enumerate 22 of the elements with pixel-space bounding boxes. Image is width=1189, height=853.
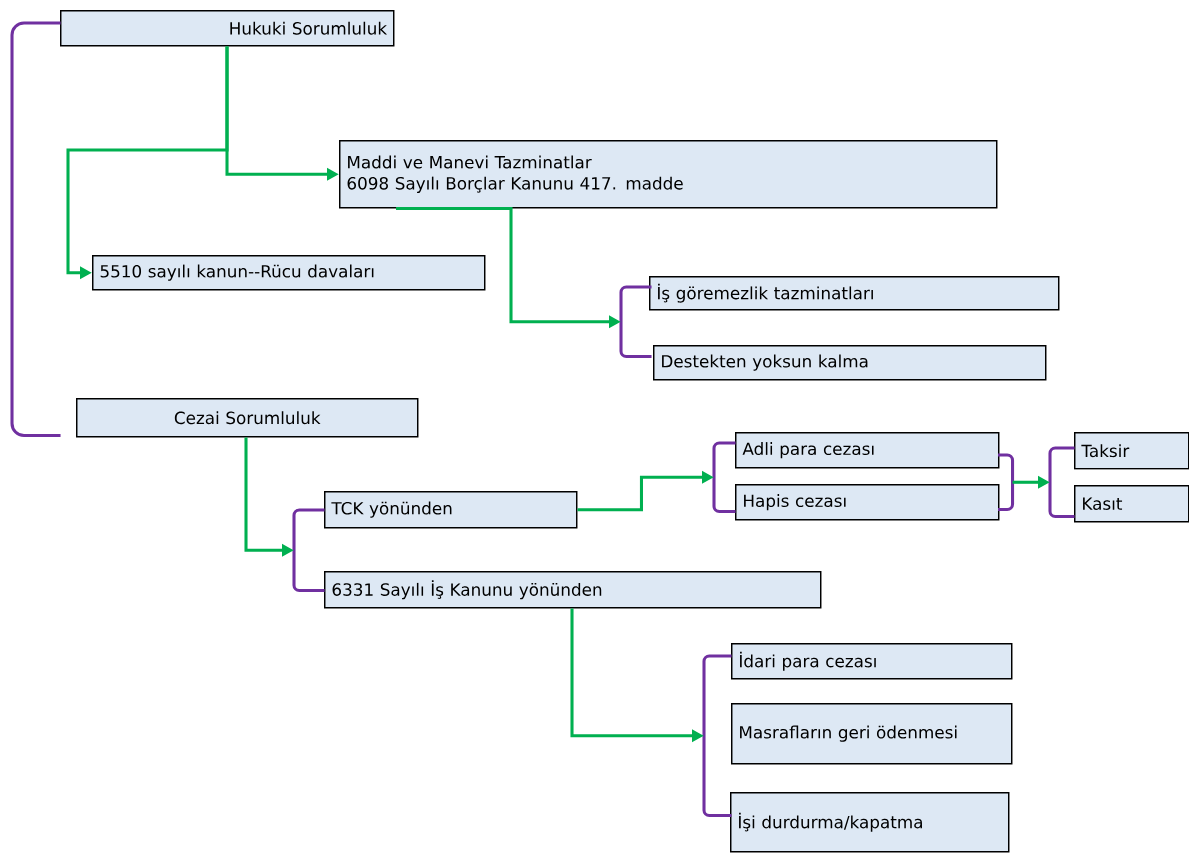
- text-box: Maddi ve Manevi Tazminatlar 6098 Sayılı Borçlar Kanunu 417. madde: [339, 140, 998, 209]
- text-box: Destekten yoksun kalma: [653, 345, 1047, 381]
- text-box: 5510 sayılı kanun--Rücu davaları: [92, 255, 486, 291]
- bracket: [10, 21, 61, 438]
- text-box: Taksir: [1074, 432, 1189, 470]
- text-box: Hapis cezası: [735, 484, 1000, 521]
- bracket: [292, 508, 325, 593]
- text-box: İdari para cezası: [731, 643, 1013, 680]
- text-box: TCK yönünden: [324, 491, 578, 529]
- bracket: [619, 285, 652, 359]
- text-box: Cezai Sorumluluk: [76, 398, 419, 438]
- bracket: [1048, 446, 1075, 519]
- bracket: [712, 441, 736, 514]
- text-box: İş göremezlik tazminatları: [649, 276, 1060, 311]
- text-box: Masrafların geri ödenmesi: [731, 703, 1013, 765]
- text-box: 6331 Sayılı İş Kanunu yönünden: [324, 571, 822, 609]
- bracket: [702, 654, 732, 818]
- text-box: İşi durdurma/kapatma: [730, 792, 1010, 853]
- text-box: Kasıt: [1074, 485, 1189, 523]
- bracket: [998, 453, 1015, 512]
- text-box: Hukuki Sorumluluk: [60, 10, 395, 47]
- text-box: Adli para cezası: [735, 432, 1000, 469]
